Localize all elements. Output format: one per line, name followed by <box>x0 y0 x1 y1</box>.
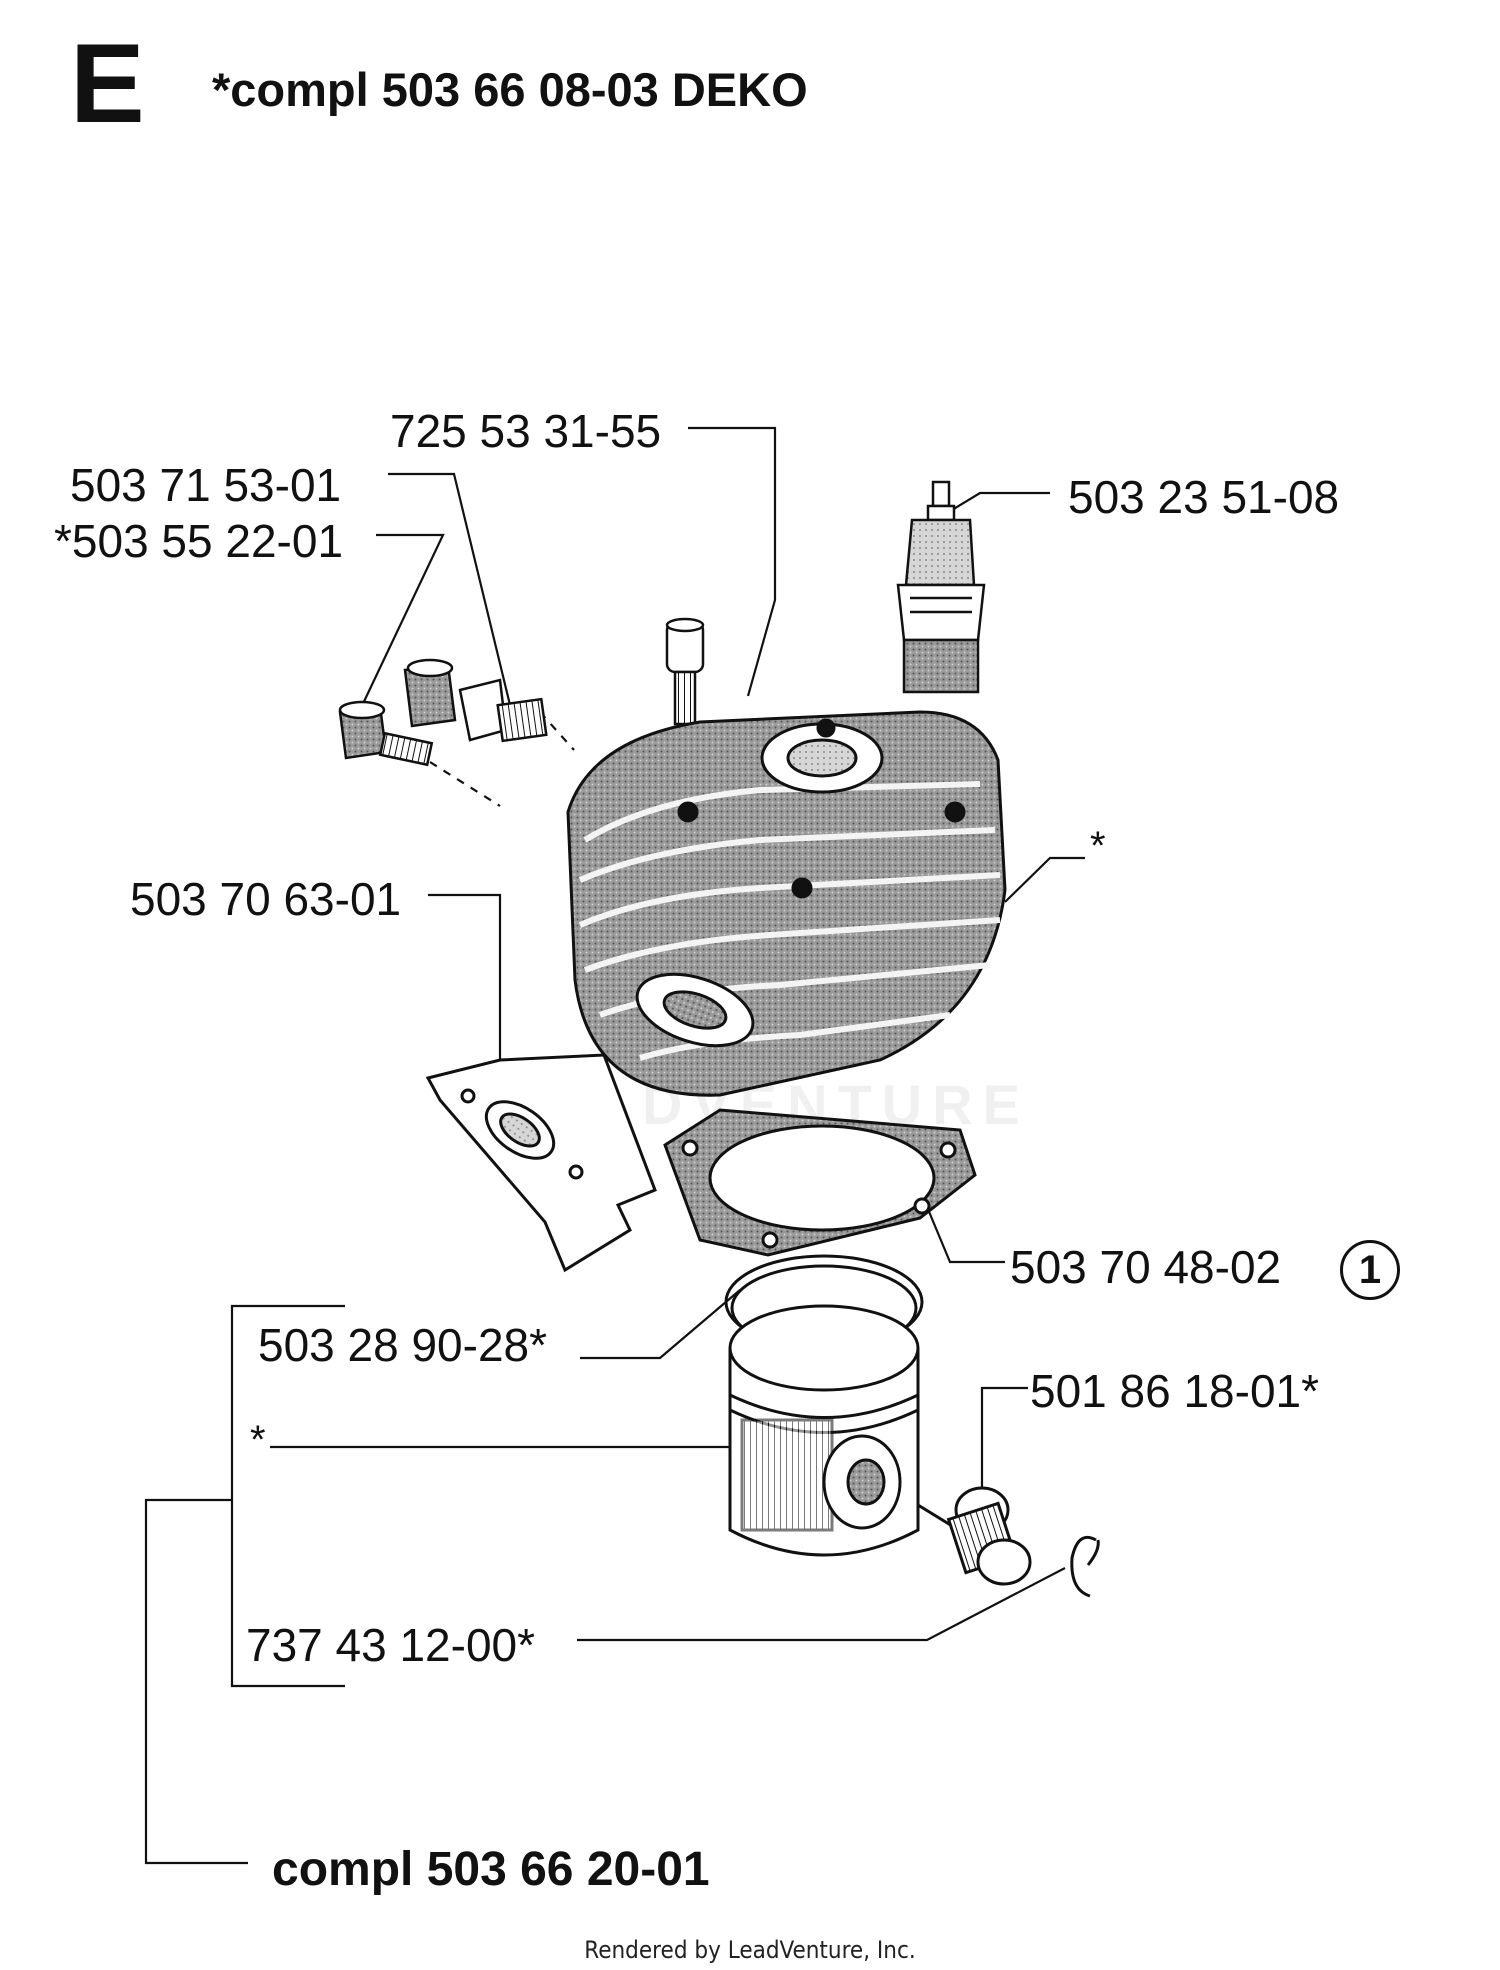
needle-bearing-drawing <box>946 1486 1032 1586</box>
bracket-piston-kit-tick <box>144 1498 248 1865</box>
circlip-drawing <box>1070 1535 1100 1598</box>
footer-credit: Rendered by LeadVenture, Inc. <box>584 1936 916 1964</box>
leader-decomp-valve <box>388 472 512 706</box>
leader-decomp-valve-alt <box>359 533 445 711</box>
part-label-cylinder: * <box>1090 824 1106 868</box>
part-label-inlet-gasket: 503 70 63-01 <box>130 873 402 925</box>
part-label-piston-ring: 503 28 90-28* <box>258 1319 548 1371</box>
spark-plug-drawing <box>896 480 986 694</box>
part-label-circlip: 737 43 12-00* <box>246 1619 536 1671</box>
callout-number: 1 <box>1340 1240 1400 1300</box>
part-label-screw: 725 53 31-55 <box>390 405 662 457</box>
kit-title: *compl 503 66 08-03 DEKO <box>212 63 808 116</box>
part-label-needle-bearing: 501 86 18-01* <box>1030 1365 1320 1417</box>
part-label-decomp-valve-alt: *503 55 22-01 <box>54 515 344 567</box>
part-label-cylinder-gasket: 503 70 48-02 <box>1010 1241 1282 1293</box>
inlet-gasket-drawing <box>425 1053 657 1273</box>
cylinder-screw-drawing <box>665 617 705 726</box>
part-label-decomp-valve: 503 71 53-01 <box>70 459 342 511</box>
leader-cylinder <box>1004 856 1085 903</box>
leader-screw <box>688 426 777 697</box>
decomp-valve-alt-drawing <box>338 700 434 767</box>
section-letter: E <box>70 21 145 146</box>
part-label-spark-plug: 503 23 51-08 <box>1068 471 1340 523</box>
decomp-valve-drawing <box>403 658 548 743</box>
leader-circlip <box>577 1567 1066 1642</box>
part-label-piston: * <box>250 1418 266 1462</box>
leader-needle-bearing <box>980 1386 1028 1488</box>
leader-inlet-gasket <box>428 893 502 1060</box>
leader-piston-ring <box>580 1289 741 1360</box>
kit-label-piston: compl 503 66 20-01 <box>272 1843 710 1896</box>
leader-spark-plug <box>951 491 1050 511</box>
cylinder-drawing <box>566 710 1007 1097</box>
bracket-piston-kit <box>230 1304 345 1688</box>
cylinder-gasket-drawing <box>663 1108 977 1257</box>
piston-drawing <box>728 1304 976 1557</box>
leader-cylinder-gasket <box>918 1189 1005 1264</box>
